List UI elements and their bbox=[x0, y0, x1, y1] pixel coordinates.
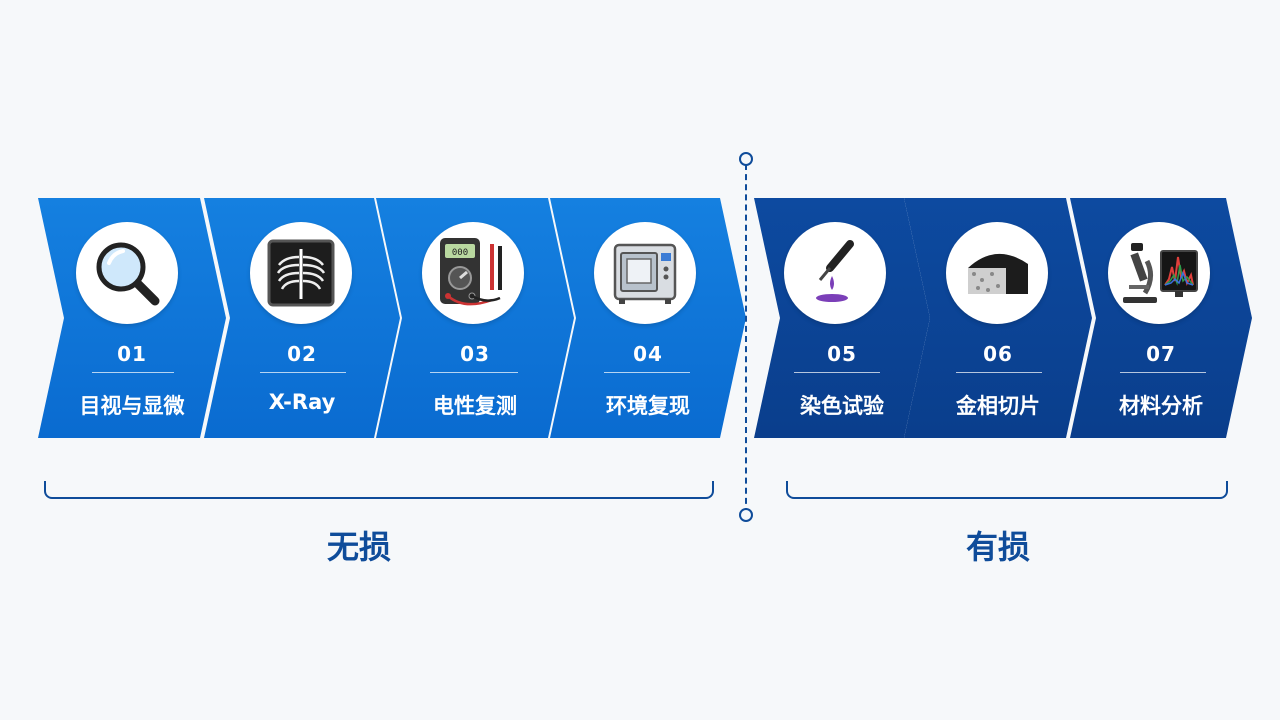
step-01: 01 目视与显微 bbox=[38, 198, 226, 438]
destructive-label: 有损 bbox=[965, 528, 1030, 566]
divider-top-dot bbox=[739, 152, 753, 166]
step-label: 金相切片 bbox=[956, 394, 1040, 418]
step-01-icon-circle bbox=[76, 222, 178, 324]
step-06: 06 金相切片 bbox=[904, 198, 1092, 438]
step-number: 06 bbox=[983, 342, 1013, 366]
step-number: 07 bbox=[1146, 342, 1176, 366]
step-06-icon-circle bbox=[946, 222, 1048, 324]
step-07-icon-circle bbox=[1108, 222, 1210, 324]
step-04: 04 环境复现 bbox=[550, 198, 746, 438]
svg-text:000: 000 bbox=[452, 248, 468, 258]
step-04-icon-circle bbox=[594, 222, 696, 324]
step-label: 目视与显微 bbox=[79, 394, 185, 418]
step-number: 04 bbox=[633, 342, 663, 366]
nondestructive-label: 无损 bbox=[326, 528, 391, 566]
step-03-icon-circle: 000 bbox=[422, 222, 524, 324]
nondestructive-bracket bbox=[44, 481, 714, 499]
multimeter-icon: 000 bbox=[434, 234, 512, 312]
magnifier-icon bbox=[89, 235, 165, 311]
group-divider bbox=[745, 164, 747, 514]
step-05: 05 染色试验 bbox=[754, 198, 930, 438]
step-03: 000 03 电性复测 bbox=[376, 198, 574, 438]
step-label: 染色试验 bbox=[800, 394, 884, 418]
microscope-spectrum-icon bbox=[1117, 237, 1201, 309]
step-02: 02 X-Ray bbox=[204, 198, 400, 438]
step-label: 电性复测 bbox=[433, 394, 517, 418]
step-label: X-Ray bbox=[268, 390, 336, 414]
step-05-icon-circle bbox=[784, 222, 886, 324]
cross-section-sample-icon bbox=[958, 238, 1036, 308]
step-number: 03 bbox=[460, 342, 490, 366]
step-number: 02 bbox=[287, 342, 317, 366]
divider-bottom-dot bbox=[739, 508, 753, 522]
step-label: 环境复现 bbox=[606, 394, 690, 418]
destructive-bracket bbox=[786, 481, 1228, 499]
step-02-icon-circle bbox=[250, 222, 352, 324]
environmental-chamber-icon bbox=[607, 235, 683, 311]
step-07: 07 材料分析 bbox=[1070, 198, 1252, 438]
dropper-dye-icon bbox=[800, 238, 870, 308]
step-number: 01 bbox=[117, 342, 147, 366]
xray-chest-icon bbox=[265, 237, 337, 309]
step-number: 05 bbox=[827, 342, 857, 366]
step-label: 材料分析 bbox=[1119, 394, 1203, 418]
